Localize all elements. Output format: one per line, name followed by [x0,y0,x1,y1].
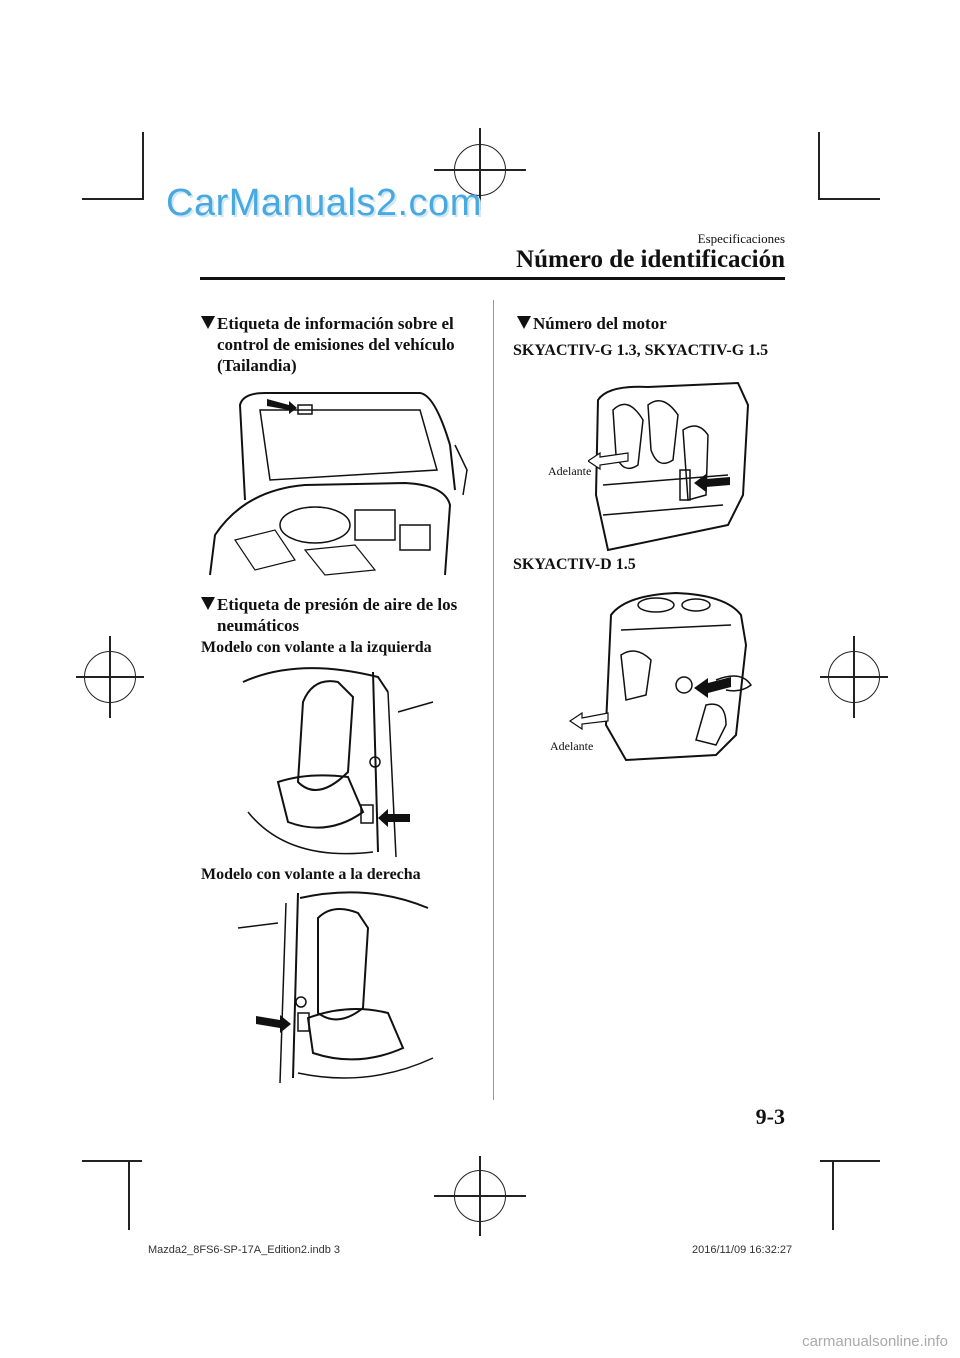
crop-mark [142,132,144,200]
subheading-engine-diesel: SKYACTIV-D 1.5 [513,556,636,573]
heading-engine-number: Número del motor [533,314,667,333]
heading-line: Etiqueta de información sobre el [217,314,454,333]
page-number: 9-3 [755,1104,785,1129]
gasoline-engine-illustration [588,375,758,555]
column-divider [493,300,494,1100]
engine-bay-illustration [205,385,470,580]
heading-line: Etiqueta de presión de aire de los [217,595,458,614]
footer-timestamp: 2016/11/09 16:32:27 [692,1244,793,1256]
registration-mark [853,636,855,718]
triangle-bullet-icon [201,316,215,329]
heading-line: (Tailandia) [217,356,297,375]
forward-label: Adelante [548,464,592,478]
page-title: Número de identificación [516,246,785,273]
registration-mark [479,128,481,210]
subheading-engine-gasoline: SKYACTIV-G 1.3, SKYACTIV-G 1.5 [513,342,769,359]
lhd-door-pillar-illustration [238,662,438,862]
registration-mark [479,1156,481,1236]
diesel-engine-illustration [566,585,766,765]
registration-mark [109,636,111,718]
heading-tire-pressure: Etiqueta de presión de aire de los neumá… [217,594,457,636]
triangle-bullet-icon [517,316,531,329]
site-watermark: carmanualsonline.info [802,1333,948,1350]
crop-mark [832,1160,834,1230]
heading-line: neumáticos [217,616,300,635]
watermark-logo: CarManuals2.com [166,182,482,224]
rhd-door-pillar-illustration [238,888,438,1088]
crop-mark [820,198,880,200]
forward-label: Adelante [550,739,594,753]
heading-line: control de emisiones del vehículo [217,335,455,354]
crop-mark [128,1160,130,1230]
crop-mark [82,198,142,200]
triangle-bullet-icon [201,597,215,610]
crop-mark [820,1160,880,1162]
crop-mark [82,1160,142,1162]
heading-emission-label: Etiqueta de información sobre el control… [217,313,455,376]
header-rule [200,277,785,280]
section-label: Especificaciones [697,231,785,246]
subheading-lhd: Modelo con volante a la izquierda [201,639,432,656]
subheading-rhd: Modelo con volante a la derecha [201,866,421,883]
crop-mark [818,132,820,200]
footer-filename: Mazda2_8FS6-SP-17A_Edition2.indb 3 [148,1244,341,1256]
